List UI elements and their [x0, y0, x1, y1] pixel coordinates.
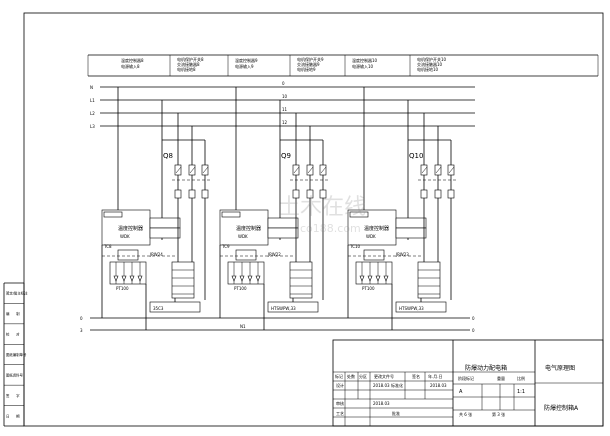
header-cell-3-line2: 电源输入9	[235, 63, 254, 69]
sheet-total: 共 6 张	[459, 411, 472, 417]
col-header-mark: 标记	[335, 373, 343, 379]
bus-label-l1: L1	[90, 98, 95, 103]
controller-tag: TC8	[103, 244, 112, 249]
sensor-label: PT100	[116, 286, 129, 291]
design-label: 设计	[336, 382, 344, 388]
lower-bus-left-top: 0	[80, 316, 83, 321]
watermark: 土木在线 co188.com	[278, 195, 366, 235]
controller-tag: TC10	[349, 244, 361, 249]
stage-value: A	[459, 389, 463, 395]
controller-title: 温度控制器	[364, 225, 389, 232]
left-strip-label: 暂定/管主标注	[6, 291, 28, 296]
header-cell-4-line1: 电机保护开关9	[297, 56, 324, 62]
sensor-label: PT100	[234, 286, 247, 291]
left-strip-label: 图纸编制单号	[6, 352, 27, 357]
header-cell-4-line2: 交流接触器9	[297, 61, 320, 67]
bus-number-l3: 12	[282, 120, 288, 125]
relay-label: JRW24	[149, 252, 163, 257]
col-header-signature: 签名	[412, 373, 420, 379]
controller-model: WDK	[366, 234, 376, 239]
breaker-label: Q10	[409, 152, 423, 160]
header-cell-1-line2: 电源输入8	[121, 63, 140, 69]
header-cell-6-line3: 电机接地10	[417, 66, 439, 72]
review-date: 2018.03	[373, 401, 390, 406]
header-cell-1-line1: 温度控制器8	[121, 57, 144, 63]
project-title: 防爆动力配电箱	[465, 364, 507, 372]
cable-label: 35C3	[153, 306, 164, 311]
sensor-label: PT100	[362, 286, 375, 291]
header-cell-6-line1: 电机保护开关10	[417, 56, 447, 62]
top-busbars: N L1 L2 L3 0 10 11 12	[90, 81, 475, 129]
motor-terminal-block	[171, 261, 195, 299]
bus-number-l2: 11	[282, 107, 288, 112]
lower-busbars: 0 3 0 0 N1	[80, 316, 475, 333]
header-cell-4-line3: 电机接地9	[297, 66, 316, 72]
header-cell-5-line2: 电源输入10	[352, 63, 374, 69]
header-row: 温度控制器8 电源输入8 电机保护开关8 交流接触器8 电机接地8 温度控制器9…	[87, 54, 599, 77]
controller-model: WDK	[238, 234, 248, 239]
left-strip-label: 日 期	[6, 413, 20, 418]
process-label: 工艺	[336, 411, 344, 416]
cable-label: HTSWPW,33	[399, 306, 424, 311]
drawing-type: 电气原理图	[545, 364, 575, 372]
lower-bus-right-top: 0	[472, 316, 475, 321]
breaker-label: Q8	[163, 152, 173, 160]
weight-label: 重量	[497, 375, 505, 381]
controller-model: WDK	[120, 234, 130, 239]
header-cell-2-line2: 交流接触器8	[177, 61, 200, 67]
relay-label: JRW22	[267, 252, 281, 257]
watermark-text: 土木在线	[278, 195, 366, 220]
scale-value: 1:1	[517, 389, 525, 395]
scale-label: 比例	[517, 375, 525, 381]
bus-number-n: 0	[282, 81, 285, 86]
bus-label-l2: L2	[90, 111, 95, 116]
sheet-number: 第 3 张	[492, 411, 505, 417]
header-cell-2-line1: 电机保护开关8	[177, 56, 204, 62]
left-strip-label: 签 字	[6, 393, 20, 398]
standardization-date: 2018.03	[430, 383, 447, 388]
controller-title: 温度控制器	[118, 225, 143, 232]
breaker-label: Q9	[281, 152, 291, 160]
col-header-count: 处数	[347, 373, 355, 379]
lower-bus-mid-label: N1	[240, 324, 246, 329]
left-strip-label: 编 制	[6, 311, 20, 316]
controller-tag: TC9	[221, 244, 230, 249]
bus-number-l1: 10	[282, 94, 288, 99]
cable-label: HTSWPW,33	[271, 306, 296, 311]
lower-bus-right-bottom: 0	[472, 328, 475, 333]
review-label: 审核	[336, 400, 344, 406]
bus-label-n: N	[90, 85, 93, 90]
header-cell-5-line1: 温度控制器10	[352, 57, 378, 63]
approve-label: 批准	[392, 410, 400, 416]
lower-bus-left-bottom: 3	[80, 328, 83, 333]
design-date: 2018.03	[373, 383, 390, 388]
left-strip-label: 校 对	[6, 332, 20, 337]
standardization-label: 标准化	[391, 382, 403, 388]
col-header-change-doc: 更改文件号	[374, 373, 394, 379]
stage-mark-label: 阶段标记	[458, 375, 474, 381]
header-cell-2-line3: 电机接地8	[177, 66, 196, 72]
bus-label-l3: L3	[90, 124, 95, 129]
col-header-date: 年.月.日	[428, 373, 443, 379]
title-block: 防爆动力配电箱 电气原理图 防爆控制箱A 标记 处数 分区 更改文件号 签名 年…	[332, 339, 604, 427]
header-cell-6-line2: 交流接触器10	[417, 61, 443, 67]
motor-terminal-block	[289, 261, 313, 299]
header-cell-3-line1: 温度控制器9	[235, 57, 258, 63]
motor-terminal-block	[417, 261, 441, 299]
left-strip-label: 图纸资料号	[6, 372, 24, 377]
drawing-name: 防爆控制箱A	[544, 404, 579, 412]
drawing-border	[23, 12, 604, 427]
col-header-zone: 分区	[359, 373, 367, 379]
relay-label: JRW23	[395, 252, 409, 257]
watermark-sub: co188.com	[300, 222, 361, 235]
controller-title: 温度控制器	[236, 225, 261, 232]
